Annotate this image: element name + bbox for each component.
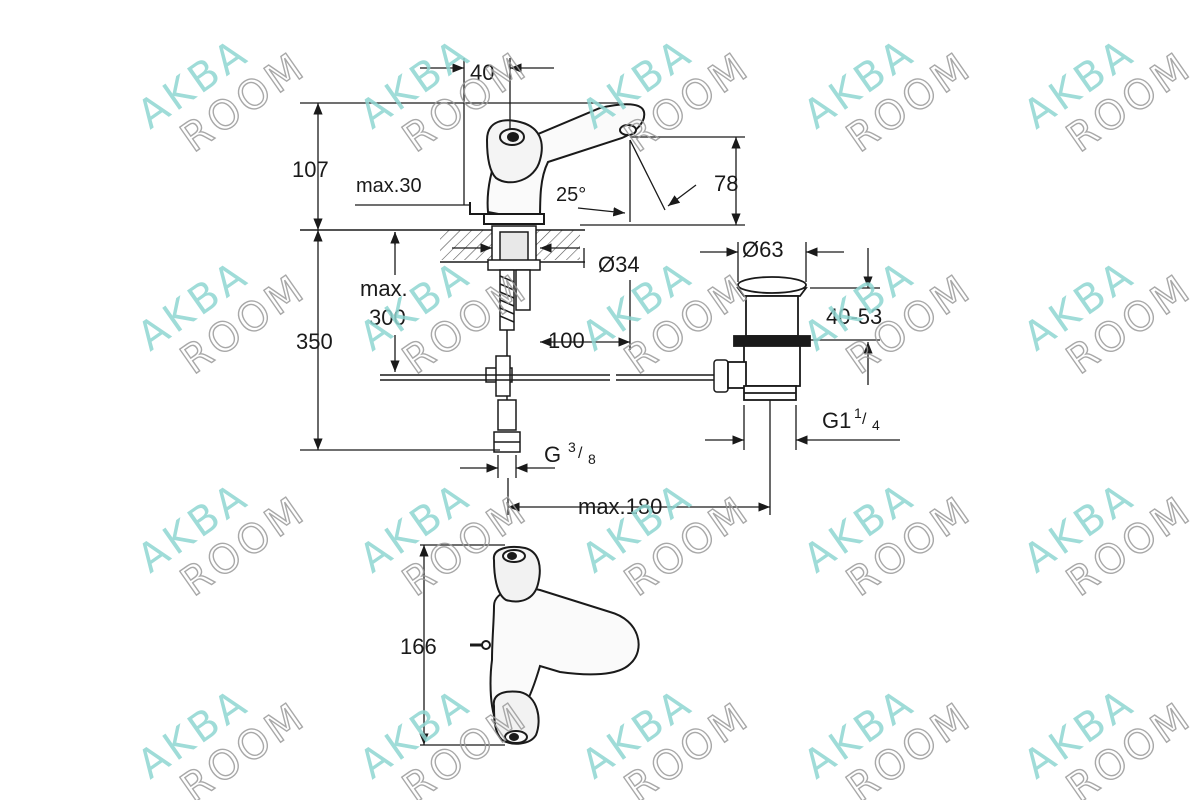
dim-spout-height: 78	[714, 171, 738, 196]
dim-waste-thread-sup: 1	[854, 405, 862, 421]
dim-max-value: 300	[369, 305, 406, 330]
dim-connection-slash: /	[578, 445, 583, 462]
dim-connection-sup: 3	[568, 439, 576, 455]
dim-hole-diameter: Ø34	[598, 252, 640, 277]
dimension-labels: 40 107 78 25° max.30 350 max. 300 Ø34 Ø6…	[292, 60, 882, 659]
dim-connection-base: G	[544, 442, 561, 467]
dim-pipe-length: 350	[296, 329, 333, 354]
dim-max-label: max.	[360, 276, 408, 301]
dim-waste-range: 40-53	[826, 304, 882, 329]
drain-rod	[380, 359, 729, 393]
dim-waste-thread-slash: /	[862, 411, 867, 428]
dim-waste-diameter: Ø63	[742, 237, 784, 262]
dim-offset: 100	[548, 328, 585, 353]
faucet-side-view	[469, 103, 646, 225]
waste-assembly	[727, 276, 811, 401]
dim-waste-thread-base: G1	[822, 408, 851, 433]
dim-top-width: 40	[470, 60, 494, 85]
faucet-top-view	[470, 545, 640, 745]
dimension-lines	[300, 58, 900, 746]
dim-angle: 25°	[556, 184, 586, 206]
top-view-body	[489, 587, 640, 728]
dim-connection-sub: 8	[588, 451, 596, 467]
dim-waste-thread-sub: 4	[872, 417, 880, 433]
dim-height-total: 107	[292, 157, 329, 182]
countertop	[300, 225, 585, 271]
dim-max-deck: max.30	[356, 175, 422, 197]
dim-max-offset: max.180	[578, 494, 662, 519]
dim-top-view-length: 166	[400, 634, 437, 659]
flex-hose	[485, 269, 531, 453]
